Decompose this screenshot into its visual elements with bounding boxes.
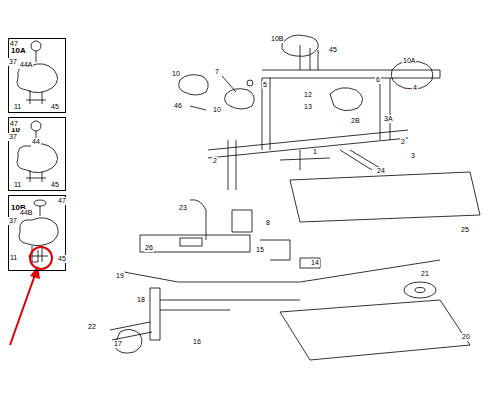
- callout-number: 11: [9, 254, 18, 262]
- callout-number: 47: [57, 197, 67, 205]
- callout-number: 47: [9, 120, 19, 128]
- inset-box: 10: [8, 117, 66, 191]
- callout-number: 44: [31, 138, 41, 146]
- callout-number: 7: [214, 68, 220, 76]
- callout-number: 2: [400, 138, 406, 146]
- callout-number: 13: [303, 103, 313, 111]
- callout-number: 6: [375, 76, 381, 84]
- callout-number: 2B: [350, 117, 361, 125]
- callout-number: 10: [212, 106, 222, 114]
- callout-number: 17: [113, 340, 123, 348]
- callout-number: 20: [461, 333, 471, 341]
- callout-number: 1: [312, 148, 318, 156]
- callout-number: 45: [50, 181, 60, 189]
- callout-number: 23: [178, 204, 188, 212]
- callout-number: 45: [57, 255, 67, 263]
- callout-number: 45: [328, 46, 338, 54]
- callout-number: 18: [136, 296, 146, 304]
- callout-number: 3A: [383, 115, 394, 123]
- callout-number: 26: [144, 244, 154, 252]
- callout-number: 2: [212, 157, 218, 165]
- callout-number: 4: [412, 84, 418, 92]
- callout-number: 14: [310, 259, 320, 267]
- callout-number: 22: [87, 323, 97, 331]
- callout-number: 10B: [270, 35, 284, 43]
- callout-number: 24: [376, 167, 386, 175]
- callout-number: 45: [50, 103, 60, 111]
- callout-number: 37: [8, 58, 18, 66]
- inset-box: 10A: [8, 38, 66, 113]
- callout-number: 10: [171, 70, 181, 78]
- callout-number: 44B: [19, 209, 33, 217]
- callout-number: 12: [303, 91, 313, 99]
- callout-number: 37: [8, 133, 18, 141]
- callout-number: 5: [262, 81, 268, 89]
- callout-number: 8: [265, 219, 271, 227]
- callout-number: 44A: [19, 61, 33, 69]
- callout-number: 16: [192, 338, 202, 346]
- callout-number: 47: [9, 40, 19, 48]
- callout-number: 21: [420, 270, 430, 278]
- callout-number: 15: [255, 246, 265, 254]
- callout-number: 25: [460, 226, 470, 234]
- callout-number: 46: [173, 102, 183, 110]
- callout-number: 11: [13, 103, 22, 111]
- callout-number: 19: [115, 272, 125, 280]
- callout-number: 11: [13, 181, 22, 189]
- callout-number: 37: [8, 217, 18, 225]
- callout-number: 3: [410, 152, 416, 160]
- callout-number: 10A: [402, 57, 416, 65]
